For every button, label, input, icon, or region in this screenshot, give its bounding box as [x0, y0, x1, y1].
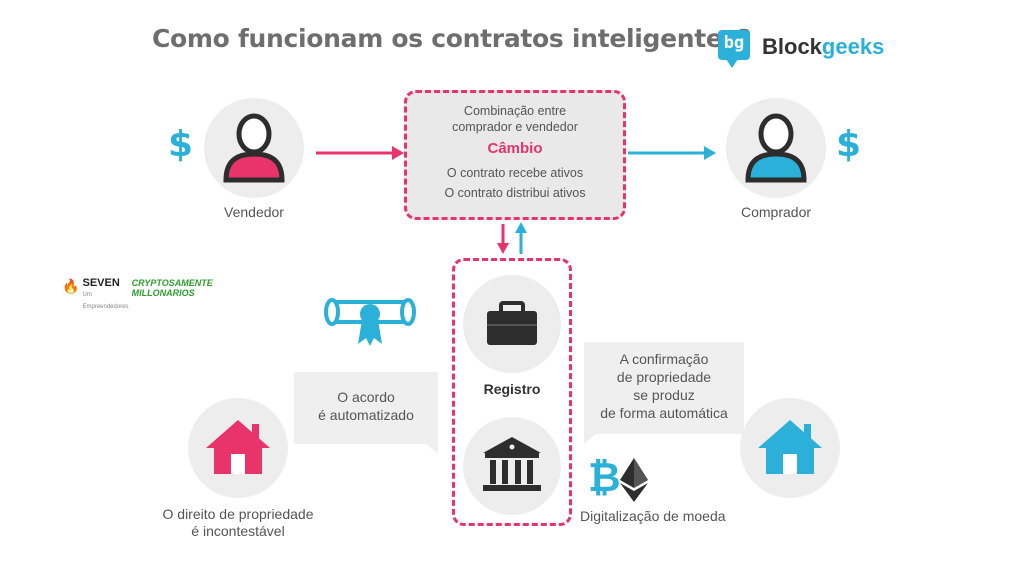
bubble-agreement-line1: O acordo	[337, 389, 395, 405]
registry-label: Registro	[483, 381, 541, 397]
briefcase-icon	[487, 301, 537, 345]
bubble-confirmation-line3: se produz	[633, 387, 695, 403]
person-icon	[223, 113, 285, 183]
sponsor-sub2: Empreendedores	[82, 304, 129, 310]
house-icon	[206, 420, 270, 474]
registry-box: Registro	[452, 258, 572, 526]
bubble-agreement-line2: é automatizado	[318, 407, 414, 423]
exchange-line1: Combinação entre	[463, 104, 567, 118]
brand-part2: geeks	[821, 34, 885, 59]
sponsor-logo-text: CRYPTOSAMENTE MILLONARIOS	[131, 278, 213, 298]
bubble-confirmation-line4: de forma automática	[600, 405, 728, 421]
house-icon	[758, 420, 822, 474]
arrow-exchange-to-buyer	[628, 146, 716, 160]
blockgeeks-logo-icon: bg	[718, 30, 750, 68]
arrow-up-to-exchange	[515, 222, 527, 254]
exchange-line4: O contrato distribui ativos	[444, 186, 586, 200]
sponsor-watermark: 🔥 SEVEN Um Empreendedores CRYPTOSAMENTE …	[62, 278, 224, 312]
buyer-avatar	[726, 98, 826, 198]
bank-circle	[463, 417, 561, 515]
seller-avatar	[204, 98, 304, 198]
property-left-label: O direito de propriedade é incontestável	[148, 506, 328, 540]
arrow-seller-to-exchange	[316, 146, 404, 160]
brand-name: Blockgeeks	[762, 34, 884, 60]
property-right-circle	[740, 398, 840, 498]
diploma-icon	[324, 298, 416, 346]
bubble-agreement: O acordo é automatizado	[294, 372, 438, 454]
ethereum-icon	[620, 458, 648, 502]
buyer-label: Comprador	[740, 204, 812, 220]
brand-part1: Block	[762, 34, 822, 59]
bubble-confirmation-line2: de propriedade	[616, 369, 712, 385]
exchange-heading: Câmbio	[487, 140, 543, 157]
exchange-line2: comprador e vendedor	[452, 120, 578, 134]
logo-icon-text: bg	[723, 33, 745, 53]
seller-label: Vendedor	[224, 204, 284, 220]
exchange-line3: O contrato recebe ativos	[446, 166, 584, 180]
briefcase-circle	[463, 275, 561, 373]
arrow-down-to-registry	[497, 224, 509, 254]
page-title: Como funcionam os contratos inteligentes…	[152, 24, 752, 53]
bitcoin-icon: ₿	[588, 455, 621, 501]
property-left-circle	[188, 398, 288, 498]
property-left-line1: O direito de propriedade	[162, 506, 314, 522]
flame-icon: 🔥	[62, 278, 80, 294]
exchange-box: Combinação entre comprador e vendedor Câ…	[404, 90, 626, 220]
property-left-line2: é incontestável	[191, 523, 285, 539]
bubble-confirmation-line1: A confirmação	[619, 351, 709, 367]
sponsor-seven: SEVEN	[82, 277, 120, 289]
person-icon	[745, 113, 807, 183]
bank-icon	[483, 437, 541, 491]
bubble-confirmation: A confirmação de propriedade se produz d…	[584, 342, 744, 444]
property-right-label: Digitalização de moeda	[580, 508, 726, 524]
dollar-icon: $	[168, 124, 194, 165]
dollar-icon: $	[836, 124, 862, 165]
sponsor-sub1: Um	[82, 292, 92, 298]
